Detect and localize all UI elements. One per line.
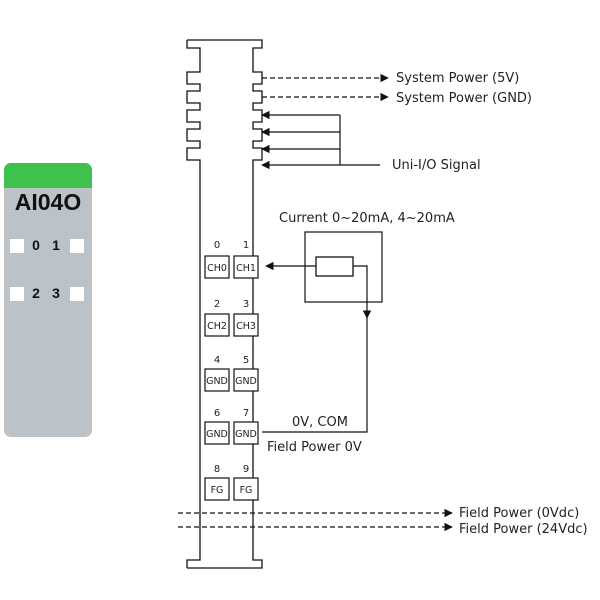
terminal-label-ch2: CH2	[207, 321, 227, 332]
label-com: 0V, COM	[292, 415, 348, 430]
terminal-ch1	[233, 255, 259, 279]
label-field-power-0v: Field Power 0V	[267, 440, 362, 455]
terminal-gnd-7	[233, 421, 259, 445]
terminal-gnd-5	[233, 368, 259, 392]
terminal-block: 0 1 CH0 CH1 2 3 CH2 CH3 4 5 GND GND 6 7 …	[204, 240, 259, 501]
led-label-0: 0	[32, 237, 40, 253]
terminal-ch0	[204, 255, 230, 279]
terminal-fg-8	[204, 477, 230, 501]
terminal-number-3: 3	[243, 299, 249, 310]
label-field-power-24vdc: Field Power (24Vdc)	[459, 522, 588, 537]
terminal-label-fg-9: FG	[240, 485, 253, 496]
label-field-power-0vdc: Field Power (0Vdc)	[459, 506, 579, 521]
terminal-label-ch0: CH0	[207, 263, 227, 274]
terminal-number-5: 5	[243, 355, 249, 366]
com-wire	[262, 318, 368, 433]
module-header-bar	[4, 163, 92, 188]
current-source-box	[304, 231, 383, 303]
terminal-label-fg-8: FG	[211, 485, 224, 496]
led-label-3: 3	[52, 285, 60, 301]
terminal-ch3	[233, 313, 259, 337]
label-uni-io-signal: Uni-I/O Signal	[392, 158, 481, 173]
led-channel-0	[10, 239, 24, 253]
label-current-range: Current 0~20mA, 4~20mA	[279, 211, 455, 226]
terminal-label-gnd-5: GND	[235, 376, 257, 387]
terminal-ch2	[204, 313, 230, 337]
led-channel-2	[10, 287, 24, 301]
current-return-wire	[353, 265, 372, 319]
led-label-1: 1	[52, 237, 60, 253]
terminal-number-8: 8	[214, 464, 220, 475]
led-channel-3	[70, 287, 84, 301]
terminal-number-6: 6	[214, 408, 220, 419]
led-label-2: 2	[32, 285, 40, 301]
terminal-number-7: 7	[243, 408, 249, 419]
terminal-number-2: 2	[214, 299, 220, 310]
terminal-label-ch3: CH3	[236, 321, 256, 332]
terminal-fg-9	[233, 477, 259, 501]
terminal-label-gnd-4: GND	[206, 376, 228, 387]
terminal-number-4: 4	[214, 355, 220, 366]
terminal-gnd-6	[204, 421, 230, 445]
terminal-number-1: 1	[243, 240, 249, 251]
terminal-label-ch1: CH1	[236, 263, 256, 274]
label-system-power-gnd: System Power (GND)	[396, 91, 532, 106]
resistor-symbol	[315, 256, 354, 277]
module-name: AI04O	[14, 189, 82, 215]
led-channel-1	[70, 239, 84, 253]
terminal-number-0: 0	[214, 240, 220, 251]
terminal-number-9: 9	[243, 464, 249, 475]
label-system-power-5v: System Power (5V)	[396, 71, 519, 86]
module-panel: AI04O 0 1 2 3	[4, 163, 92, 437]
terminal-label-gnd-7: GND	[235, 429, 257, 440]
terminal-label-gnd-6: GND	[206, 429, 228, 440]
uni-io-bus	[261, 110, 380, 170]
terminal-gnd-4	[204, 368, 230, 392]
